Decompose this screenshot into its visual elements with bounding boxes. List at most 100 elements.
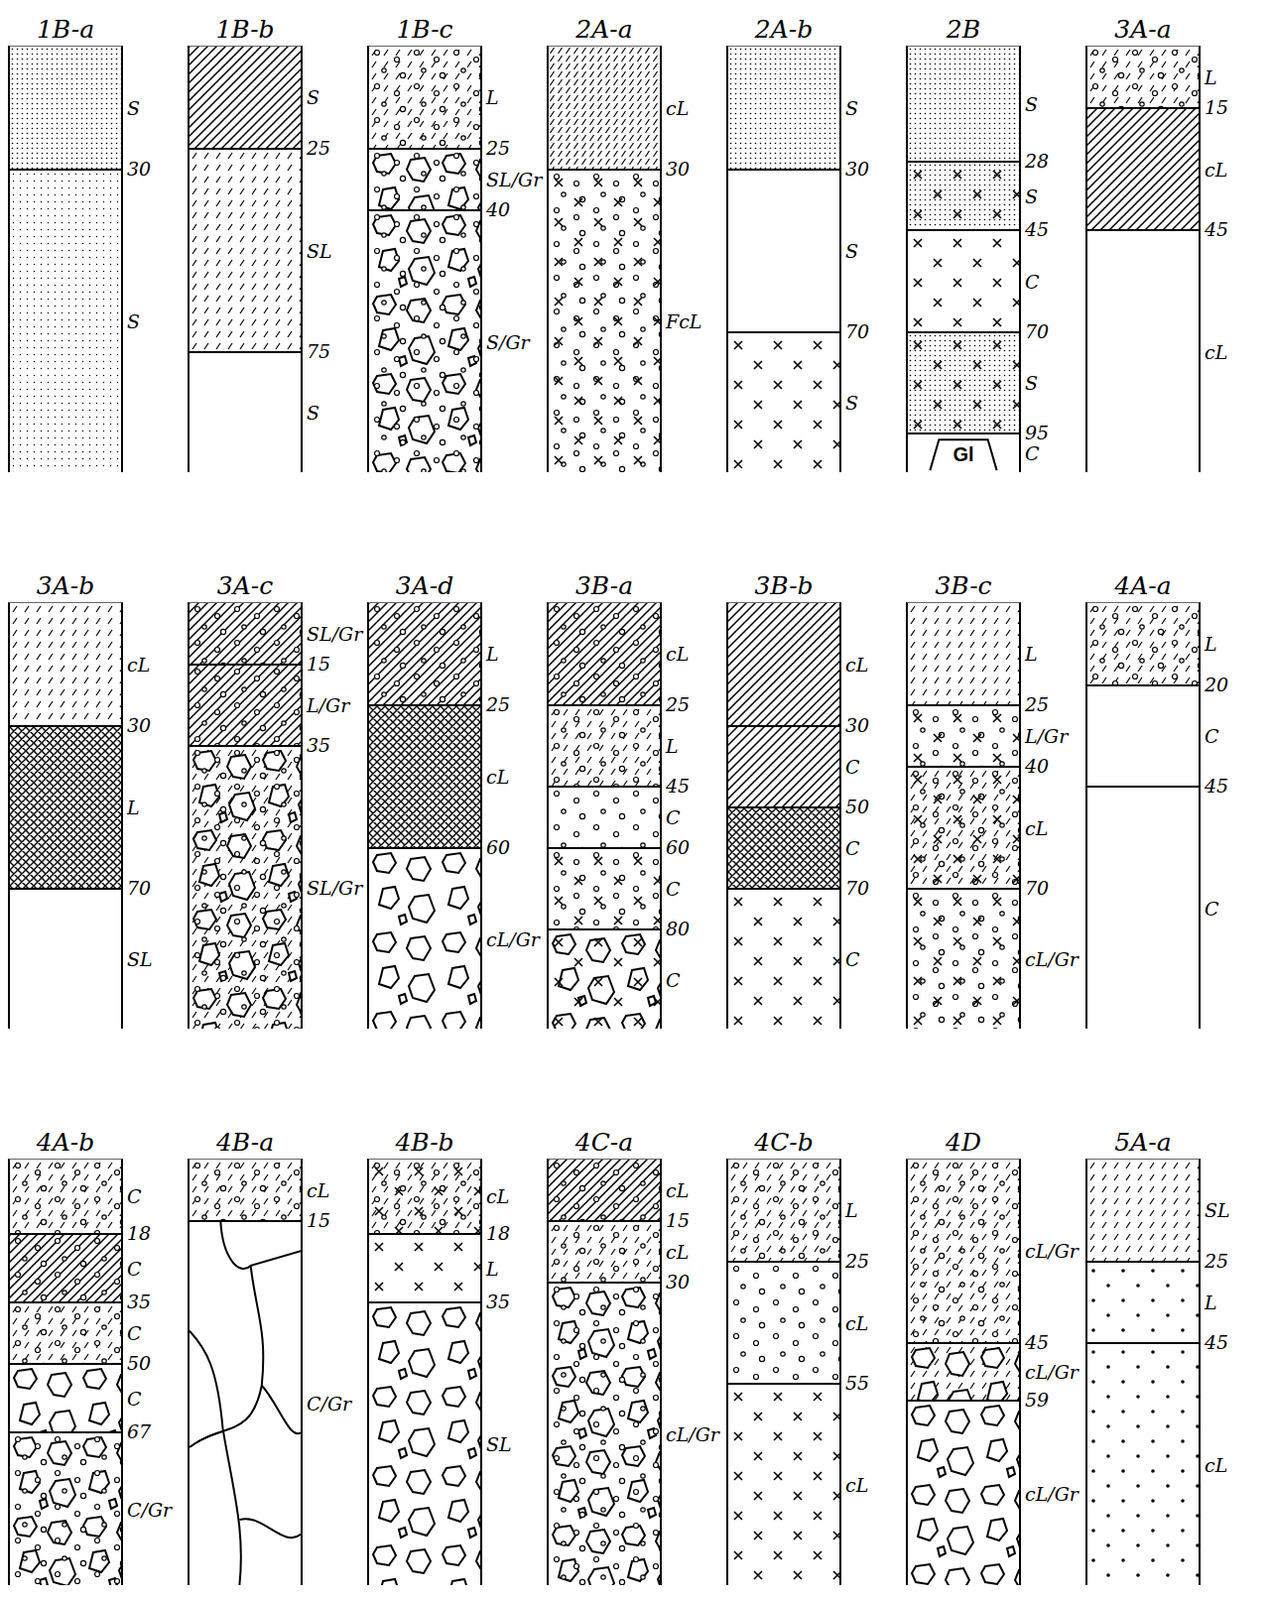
texture-label: cL bbox=[665, 642, 689, 665]
layer-pattern bbox=[1087, 1159, 1199, 1262]
texture-label: SL bbox=[486, 1433, 512, 1456]
depth-label: 70 bbox=[1024, 320, 1049, 343]
depth-label: 60 bbox=[665, 836, 690, 859]
soil-layer: S bbox=[728, 46, 840, 169]
soil-layer: C bbox=[9, 1363, 122, 1432]
layer-pattern bbox=[728, 170, 840, 332]
layer-pattern bbox=[9, 727, 122, 889]
texture-label: S bbox=[1024, 372, 1038, 394]
soil-layer: cL/Gr bbox=[369, 847, 481, 1029]
texture-label: C bbox=[665, 969, 681, 992]
layer-pattern bbox=[728, 1159, 840, 1262]
layer-pattern bbox=[548, 930, 660, 1029]
texture-label: cL bbox=[1204, 1454, 1228, 1477]
soil-layer: cL bbox=[548, 46, 660, 169]
layer-pattern bbox=[548, 170, 660, 473]
texture-label: cL bbox=[306, 1179, 330, 1202]
layer-pattern bbox=[189, 747, 301, 1029]
soil-profile-column: 4B-acLC/Gr15 bbox=[187, 1158, 303, 1586]
texture-label: L bbox=[845, 1199, 859, 1222]
soil-layer: C bbox=[548, 928, 660, 1029]
soil-layer: cL bbox=[369, 1159, 481, 1234]
soil-profile-column: 3A-cSL/GrL/GrSL/Gr1535 bbox=[187, 602, 303, 1029]
layer-pattern bbox=[548, 787, 660, 848]
layer-pattern bbox=[728, 1263, 840, 1384]
layer-pattern bbox=[548, 1283, 660, 1586]
column-title: 3A-b bbox=[0, 571, 141, 601]
depth-label: 30 bbox=[845, 714, 870, 737]
soil-layer: SL/Gr bbox=[189, 603, 301, 664]
texture-label: SL/Gr bbox=[306, 877, 363, 899]
column-title: 4B-b bbox=[349, 1128, 501, 1157]
soil-layer: L bbox=[369, 46, 481, 148]
soil-layer: L bbox=[369, 1233, 481, 1302]
layer-pattern bbox=[907, 46, 1019, 161]
texture-label: S bbox=[845, 97, 859, 120]
soil-layer: CGl bbox=[907, 432, 1019, 473]
texture-label: S bbox=[845, 240, 859, 262]
layer-pattern bbox=[189, 1222, 301, 1586]
soil-layer: S bbox=[728, 331, 840, 473]
soil-layer: C bbox=[548, 785, 660, 848]
column-title: 3B-a bbox=[528, 571, 680, 601]
depth-label: 59 bbox=[1024, 1389, 1049, 1411]
texture-label: S bbox=[127, 97, 140, 120]
soil-layer: cL/Gr bbox=[907, 888, 1019, 1029]
texture-label: cL bbox=[1204, 341, 1228, 364]
texture-label: L bbox=[1024, 642, 1038, 665]
depth-label: 28 bbox=[1024, 149, 1049, 172]
depth-label: 45 bbox=[1204, 1331, 1229, 1354]
texture-label: S bbox=[127, 310, 140, 333]
texture-label: C/Gr bbox=[306, 1393, 352, 1415]
soil-layer: cL bbox=[9, 603, 122, 726]
soil-profile-column: 4A-bCCCCC/Gr18355067 bbox=[7, 1158, 124, 1586]
texture-label: L/Gr bbox=[306, 694, 350, 717]
soil-layer: S bbox=[907, 160, 1019, 230]
depth-label: 25 bbox=[306, 136, 331, 159]
depth-label: 20 bbox=[1204, 673, 1229, 696]
layer-pattern bbox=[369, 46, 481, 148]
soil-layer: C bbox=[9, 1159, 122, 1234]
layer-pattern bbox=[1087, 46, 1199, 108]
soil-layer: C bbox=[907, 229, 1019, 332]
texture-label: cL bbox=[486, 765, 509, 788]
layer-pattern bbox=[1087, 686, 1199, 786]
depth-label: 30 bbox=[665, 157, 690, 180]
soil-layer: C/Gr bbox=[189, 1220, 301, 1586]
column-title: 3B-c bbox=[888, 571, 1039, 601]
soil-layer: cL bbox=[728, 1261, 840, 1384]
layer-pattern bbox=[369, 849, 481, 1029]
soil-layer: cL/Gr bbox=[548, 1281, 660, 1586]
depth-label: 70 bbox=[127, 877, 151, 899]
texture-label: S bbox=[845, 391, 859, 414]
soil-layer: SL bbox=[9, 888, 122, 1029]
soil-layer: C bbox=[728, 806, 840, 889]
texture-label: cL/Gr bbox=[486, 928, 540, 951]
soil-layer: FcL bbox=[548, 168, 660, 473]
soil-layer: L bbox=[369, 603, 481, 705]
soil-profile-column: 2BSSCSCGl28457095 bbox=[905, 45, 1021, 473]
soil-profile-column: 4C-acLcLcL/Gr1530 bbox=[546, 1158, 662, 1586]
column-title: 1B-c bbox=[349, 14, 501, 44]
depth-label: 25 bbox=[665, 693, 690, 716]
texture-label: cL bbox=[665, 97, 689, 120]
layer-pattern bbox=[548, 849, 660, 929]
column-title: 3A-d bbox=[349, 571, 501, 601]
texture-label: SL/Gr bbox=[306, 623, 363, 645]
layer-pattern bbox=[548, 706, 660, 786]
texture-label: FcL bbox=[665, 310, 702, 333]
texture-label: SL/Gr bbox=[486, 168, 542, 191]
texture-label: C bbox=[845, 756, 861, 778]
soil-profile-column: 3B-cLL/GrcLcL/Gr254070 bbox=[905, 602, 1021, 1029]
texture-label: SL bbox=[127, 948, 153, 971]
layer-pattern bbox=[907, 706, 1019, 766]
soil-profile-column: 1B-cLSL/GrS/Gr2540 bbox=[367, 45, 483, 473]
soil-layer: C/Gr bbox=[9, 1431, 122, 1586]
depth-label: 30 bbox=[127, 157, 151, 180]
layer-pattern bbox=[728, 46, 840, 169]
depth-label: 45 bbox=[1204, 218, 1229, 241]
layer-pattern bbox=[907, 1401, 1019, 1586]
texture-label: C bbox=[845, 837, 861, 860]
texture-label: cL/Gr bbox=[665, 1423, 720, 1446]
